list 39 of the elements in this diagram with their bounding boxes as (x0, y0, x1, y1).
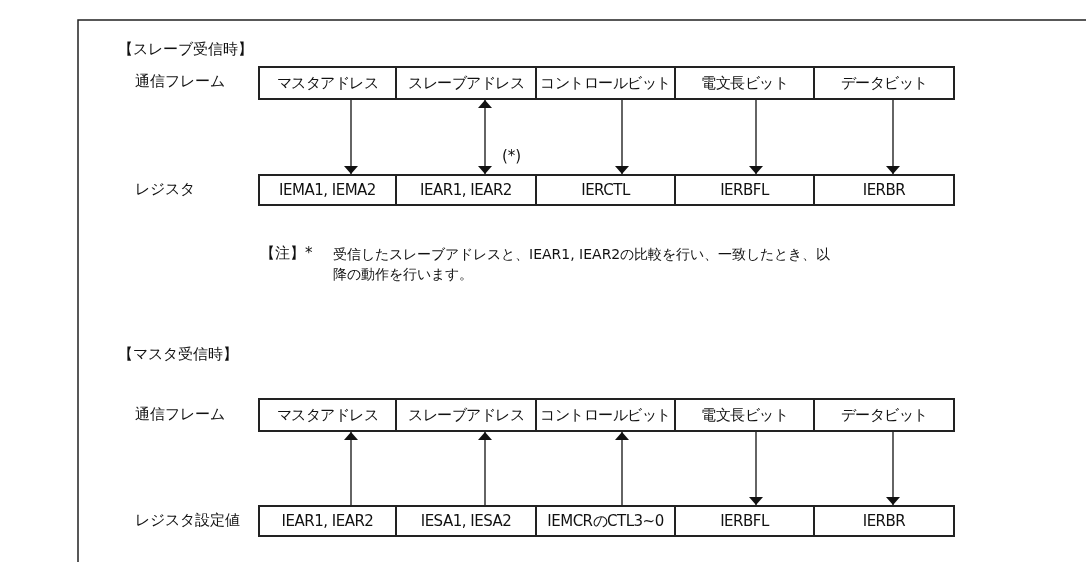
arrow (752, 99, 760, 175)
frame-field-cell: データビット (815, 66, 955, 100)
register-cell: IEAR1, IEAR2 (397, 174, 537, 206)
frame-field-cell: スレーブアドレス (397, 66, 537, 100)
row-label: レジスタ設定値 (135, 511, 240, 530)
frame-field-cell: マスタアドレス (258, 66, 397, 100)
frame-field-cell: 電文長ビット (676, 66, 815, 100)
register-cell: IEMCRのCTL3~0 (537, 505, 676, 537)
row-label: 通信フレーム (135, 72, 225, 91)
register-cell: IERCTL (537, 174, 676, 206)
footnote-mark: (*) (502, 147, 522, 165)
row-label: レジスタ (135, 180, 195, 199)
arrow (752, 431, 760, 506)
note-heading: 【注】* (260, 244, 313, 263)
register-cell: IERBR (815, 174, 955, 206)
arrow (889, 99, 897, 175)
section-heading: 【マスタ受信時】 (118, 345, 238, 364)
register-cell: IEAR1, IEAR2 (258, 505, 397, 537)
register-cell: IESA1, IESA2 (397, 505, 537, 537)
frame-field-cell: コントロールビット (537, 66, 676, 100)
frame-field-cell: データビット (815, 398, 955, 432)
arrow (481, 431, 489, 506)
register-cell: IERBFL (676, 174, 815, 206)
frame-field-cell: マスタアドレス (258, 398, 397, 432)
register-cell: IERBR (815, 505, 955, 537)
arrow (347, 99, 355, 175)
note-text: 受信したスレーブアドレスと、IEAR1, IEAR2の比較を行い、一致したとき、以降の動作を行います。 (333, 245, 832, 284)
arrow (889, 431, 897, 506)
section-heading: 【スレーブ受信時】 (118, 40, 253, 59)
arrow (618, 431, 626, 506)
register-cell: IEMA1, IEMA2 (258, 174, 397, 206)
arrow (481, 99, 489, 175)
row-label: 通信フレーム (135, 405, 225, 424)
arrow (618, 99, 626, 175)
frame-field-cell: スレーブアドレス (397, 398, 537, 432)
register-cell: IERBFL (676, 505, 815, 537)
frame-field-cell: コントロールビット (537, 398, 676, 432)
arrow (347, 431, 355, 506)
frame-field-cell: 電文長ビット (676, 398, 815, 432)
